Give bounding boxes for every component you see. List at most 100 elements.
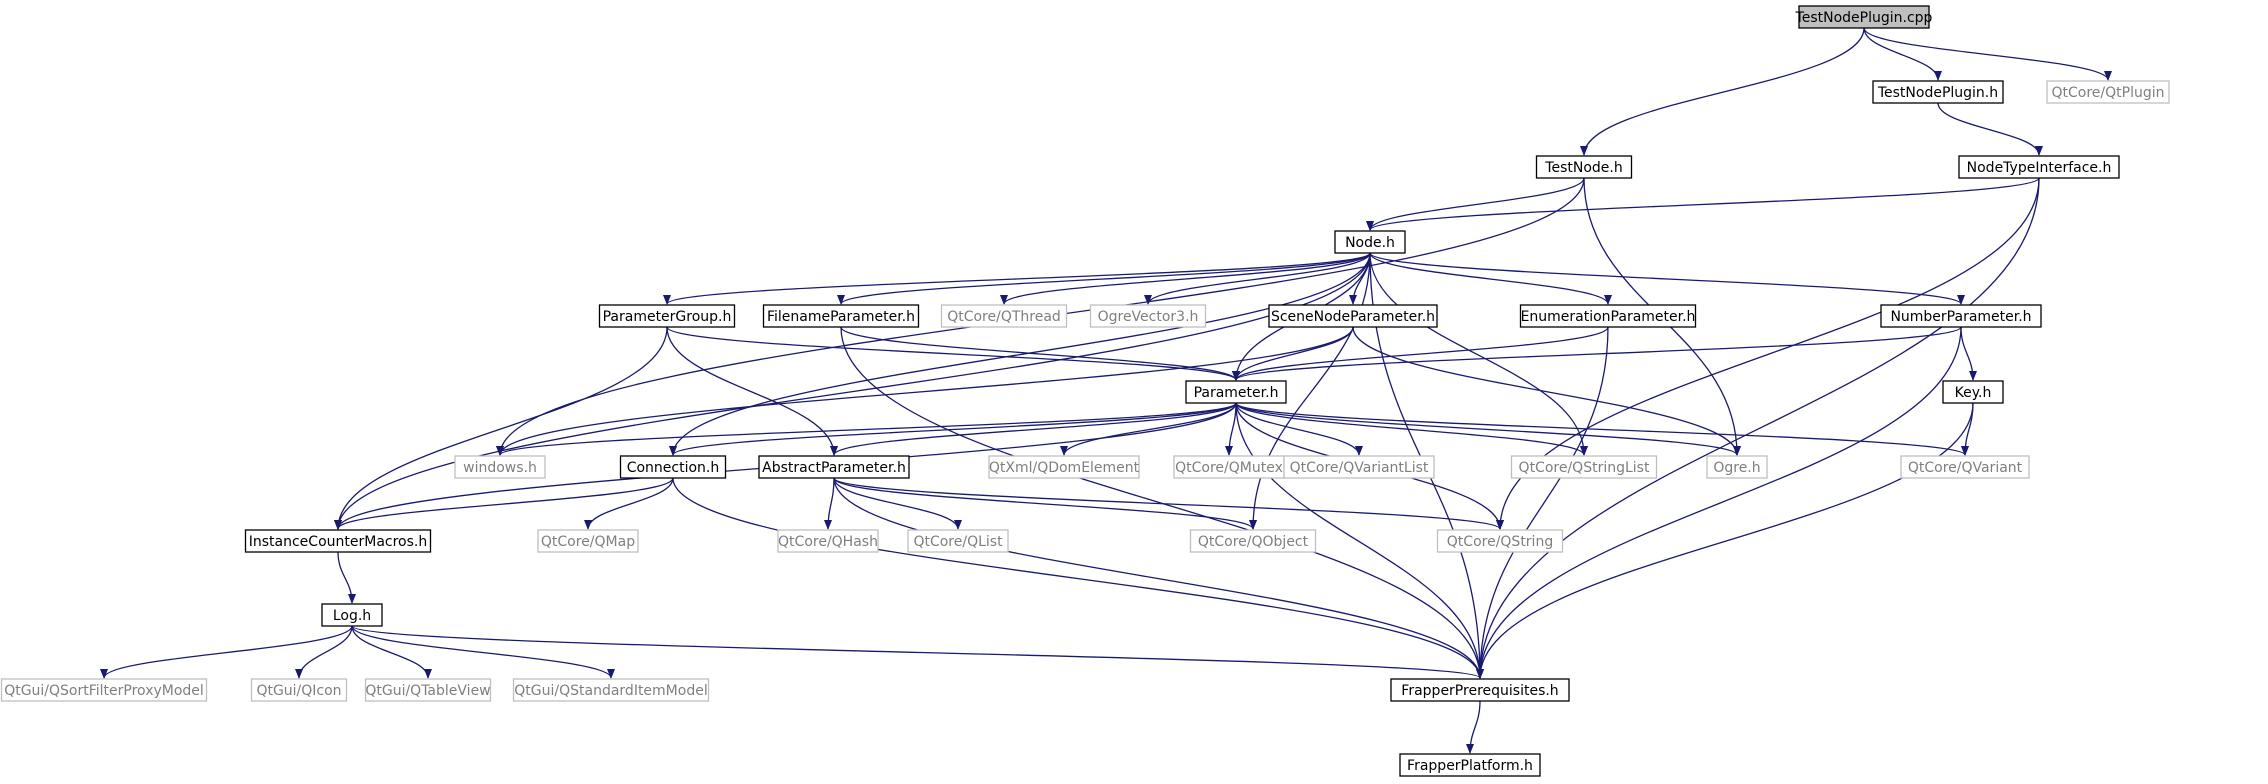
node-box xyxy=(907,529,1009,553)
edge-scenenodeparameter_h-to-windows_h xyxy=(496,326,1354,456)
node-label: QtCore/QVariantList xyxy=(1290,460,1429,476)
node-qvariant: QtCore/QVariant xyxy=(1900,455,2030,479)
node-box xyxy=(1189,529,1317,553)
edge-log_h-to-qtableview xyxy=(351,625,432,679)
node-label: SceneNodeParameter.h xyxy=(1271,309,1435,325)
node-qsortfilterproxymodel: QtGui/QSortFilterProxyModel xyxy=(0,678,208,702)
node-node-h[interactable]: Node.h xyxy=(1334,230,1406,254)
edge-enumerationparameter_h-to-frapperprerequisites_h xyxy=(1476,326,1609,679)
node-box xyxy=(512,678,710,702)
node-box xyxy=(250,678,348,702)
node-box xyxy=(1436,529,1564,553)
node-qstringlist: QtCore/QStringList xyxy=(1510,455,1658,479)
edge-parameter_h-to-qvariantlist xyxy=(1235,402,1363,456)
edge-parameter_h-to-connection_h xyxy=(669,402,1237,456)
node-box xyxy=(0,678,208,702)
node-qdomelement: QtXml/QDomElement xyxy=(988,455,1140,479)
node-qstring: QtCore/QString xyxy=(1436,529,1564,553)
edge-frapperprerequisites_h-to-frapperplatform_h xyxy=(1466,700,1481,754)
node-box xyxy=(1942,380,2004,404)
edge-parameter_h-to-ogre_h xyxy=(1235,402,1741,456)
node-log-h[interactable]: Log.h xyxy=(321,603,383,627)
node-box xyxy=(1089,304,1207,328)
node-label: QtCore/QList xyxy=(913,534,1003,550)
node-qmap: QtCore/QMap xyxy=(537,529,639,553)
node-abstractparameter-h[interactable]: AbstractParameter.h xyxy=(758,455,910,479)
edge-node_h-to-enumerationparameter_h xyxy=(1369,252,1612,305)
edge-connection_h-to-frapperprerequisites_h xyxy=(672,477,1484,679)
edge-parameter_h-to-windows_h xyxy=(496,402,1237,456)
edge-parameter_h-to-frapperprerequisites_h xyxy=(1235,402,1484,679)
edge-filenameparameter_h-to-frapperprerequisites_h xyxy=(840,326,1484,679)
node-label: TestNode.h xyxy=(1544,160,1622,176)
node-qstandarditemmodel: QtGui/QStandardItemModel xyxy=(512,678,710,702)
node-frapperplatform-h[interactable]: FrapperPlatform.h xyxy=(1399,753,1541,777)
node-box xyxy=(2046,80,2170,104)
edge-parameter_h-to-qdomelement xyxy=(1060,402,1237,456)
node-label: QtCore/QMutex xyxy=(1175,460,1283,476)
node-box xyxy=(1519,304,1697,328)
edge-nodetypeinterface_h-to-node_h xyxy=(1366,177,2040,231)
node-label: QtCore/QStringList xyxy=(1519,460,1650,476)
node-label: Key.h xyxy=(1955,385,1992,401)
node-box xyxy=(1334,230,1406,254)
edge-nodetypeinterface_h-to-frapperprerequisites_h xyxy=(1476,177,2040,679)
node-box xyxy=(321,603,383,627)
node-label: QtGui/QSortFilterProxyModel xyxy=(4,683,204,699)
edge-node_h-to-connection_h xyxy=(669,252,1371,456)
node-qtplugin: QtCore/QtPlugin xyxy=(2046,80,2170,104)
edge-parametergroup_h-to-abstractparameter_h xyxy=(666,326,838,456)
edge-log_h-to-qicon xyxy=(295,625,353,679)
node-box xyxy=(537,529,639,553)
edge-node_h-to-qstringlist xyxy=(1369,252,1588,456)
node-scenenodeparameter-h[interactable]: SceneNodeParameter.h xyxy=(1268,304,1438,328)
node-instancecountermacros-h[interactable]: InstanceCounterMacros.h xyxy=(244,529,432,553)
node-frapperprerequisites-h[interactable]: FrapperPrerequisites.h xyxy=(1390,678,1570,702)
node-box xyxy=(1283,455,1435,479)
edge-abstractparameter_h-to-qobject xyxy=(833,477,1257,530)
node-label: ParameterGroup.h xyxy=(603,309,732,325)
node-label: FilenameParameter.h xyxy=(767,309,915,325)
edge-node_h-to-parametergroup_h xyxy=(663,252,1371,305)
node-box xyxy=(454,455,546,479)
node-parameter-h[interactable]: Parameter.h xyxy=(1185,380,1287,404)
node-box xyxy=(1958,155,2120,179)
node-key-h[interactable]: Key.h xyxy=(1942,380,2004,404)
edge-enumerationparameter_h-to-parameter_h xyxy=(1232,326,1609,381)
node-label: Ogre.h xyxy=(1713,460,1760,476)
node-qhash: QtCore/QHash xyxy=(777,529,879,553)
node-label: QtCore/QHash xyxy=(778,534,878,550)
node-qobject: QtCore/QObject xyxy=(1189,529,1317,553)
node-label: Node.h xyxy=(1345,235,1395,251)
node-testnodeplugin-h[interactable]: TestNodePlugin.h xyxy=(1872,80,2004,104)
node-box xyxy=(1268,304,1438,328)
edge-node_h-to-numberparameter_h xyxy=(1369,252,1965,305)
node-label: OgreVector3.h xyxy=(1098,309,1199,325)
node-testnode-h[interactable]: TestNode.h xyxy=(1535,155,1633,179)
node-label: QtCore/QObject xyxy=(1198,534,1309,550)
node-connection-h[interactable]: Connection.h xyxy=(619,455,727,479)
node-label: QtGui/QStandardItemModel xyxy=(514,683,707,699)
node-filenameparameter-h[interactable]: FilenameParameter.h xyxy=(762,304,920,328)
node-nodetypeinterface-h[interactable]: NodeTypeInterface.h xyxy=(1958,155,2120,179)
node-qthread: QtCore/QThread xyxy=(940,304,1068,328)
node-numberparameter-h[interactable]: NumberParameter.h xyxy=(1880,304,2042,328)
node-qtableview: QtGui/QTableView xyxy=(364,678,492,702)
node-label: TestNodePlugin.h xyxy=(1877,85,1998,101)
node-ogrevector3: OgreVector3.h xyxy=(1089,304,1207,328)
edge-testnodeplugin_cpp-to-qtplugin xyxy=(1863,27,2112,81)
node-label: windows.h xyxy=(463,460,537,476)
node-parametergroup-h[interactable]: ParameterGroup.h xyxy=(598,304,736,328)
edge-node_h-to-qobject xyxy=(1249,252,1371,530)
node-enumerationparameter-h[interactable]: EnumerationParameter.h xyxy=(1519,304,1697,328)
edge-parameter_h-to-qvariant xyxy=(1235,402,1969,456)
node-label: QtCore/QtPlugin xyxy=(2052,85,2165,101)
edge-abstractparameter_h-to-qlist xyxy=(833,477,962,530)
edge-node_h-to-instancecountermacros_h xyxy=(334,252,1371,530)
node-testnodeplugin-cpp[interactable]: TestNodePlugin.cpp xyxy=(1795,5,1933,29)
node-box xyxy=(1390,678,1570,702)
node-box xyxy=(1535,155,1633,179)
edge-parametergroup_h-to-parameter_h xyxy=(666,326,1240,381)
